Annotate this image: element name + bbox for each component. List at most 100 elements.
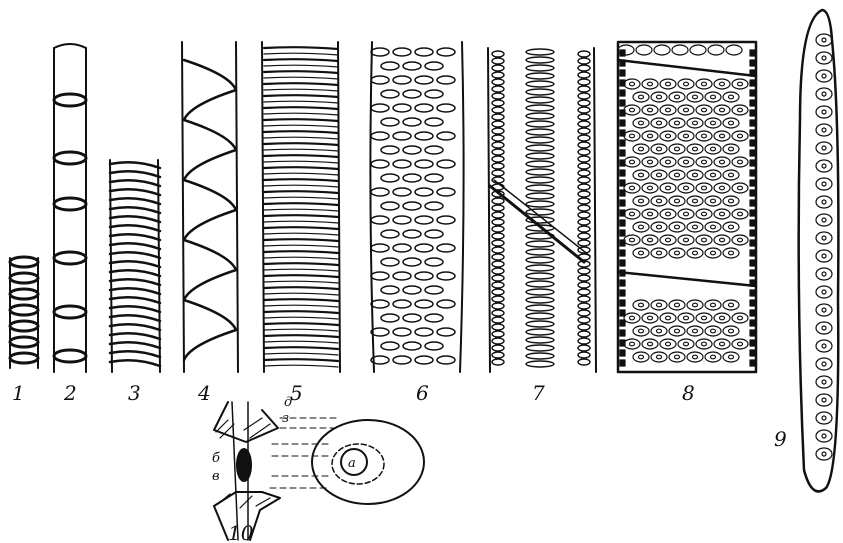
- scalariform-bar: [264, 329, 338, 331]
- pit: [578, 317, 590, 323]
- pit-aperture: [711, 329, 716, 333]
- bordered-pit: [705, 352, 721, 362]
- pit-aperture: [729, 303, 734, 307]
- bordered-pit: [624, 79, 640, 89]
- reticulate-pit: [425, 258, 443, 266]
- wall-pit: [750, 360, 755, 366]
- wall-pit: [620, 260, 625, 266]
- wall-pit: [620, 280, 625, 286]
- bordered-pit: [669, 326, 685, 336]
- scalariform-bar: [264, 305, 338, 307]
- bordered-pit: [714, 313, 730, 323]
- pit: [578, 100, 590, 106]
- pit-aperture: [729, 355, 734, 359]
- reticulate-pit: [415, 188, 433, 196]
- pit: [578, 135, 590, 141]
- reticulate-pit: [403, 314, 421, 322]
- pit-aperture: [822, 164, 826, 168]
- bordered-pit: [642, 209, 658, 219]
- wall-pit: [620, 340, 625, 346]
- wall-pit: [750, 280, 755, 286]
- reticulate-pit: [393, 188, 411, 196]
- pit-aperture: [729, 147, 734, 151]
- label-1: 1: [12, 381, 25, 405]
- spiral-coil: [110, 351, 160, 357]
- bordered-pit: [633, 248, 649, 258]
- bordered-pit: [624, 313, 640, 323]
- pit-aperture: [684, 160, 689, 164]
- wall-pit: [620, 310, 625, 316]
- pit-slit: [526, 153, 554, 159]
- spiral-coil: [110, 216, 160, 222]
- bordered-pit: [669, 92, 685, 102]
- bordered-pit: [642, 313, 658, 323]
- bordered-pit: [651, 144, 667, 154]
- annular-ring: [54, 152, 86, 164]
- bordered-pit: [633, 222, 649, 232]
- reticulate-pit: [381, 202, 399, 210]
- pit-aperture: [822, 308, 826, 312]
- wall-pit: [750, 60, 755, 66]
- pit-aperture: [738, 108, 743, 112]
- pit-aperture: [657, 355, 662, 359]
- pit-slit: [526, 161, 554, 167]
- bordered-pit: [696, 105, 712, 115]
- wall-pit: [620, 320, 625, 326]
- pit-aperture: [657, 173, 662, 177]
- pit-slit: [526, 201, 554, 207]
- pit-slit: [526, 321, 554, 327]
- reticulate-pit: [437, 188, 455, 196]
- pit-aperture: [657, 225, 662, 229]
- pit: [578, 163, 590, 169]
- wall-pit: [750, 290, 755, 296]
- pit-aperture: [648, 238, 653, 242]
- annular-ring: [10, 321, 38, 331]
- scalariform-bar: [264, 299, 338, 301]
- pit-aperture: [666, 342, 671, 346]
- reticulate-pit: [403, 202, 421, 210]
- bordered-pit: [624, 339, 640, 349]
- wall-pit: [620, 270, 625, 276]
- bordered-pit: [732, 313, 748, 323]
- pit: [578, 184, 590, 190]
- pit-aperture: [702, 342, 707, 346]
- pit-aperture: [720, 134, 725, 138]
- bordered-pit: [633, 170, 649, 180]
- wall-pit: [750, 180, 755, 186]
- bordered-pit: [732, 209, 748, 219]
- pit-aperture: [729, 173, 734, 177]
- pit: [492, 254, 504, 260]
- pit: [492, 65, 504, 71]
- scalariform-bar: [264, 191, 338, 193]
- pit: [492, 261, 504, 267]
- bordered-pit: [687, 196, 703, 206]
- bordered-pit: [714, 157, 730, 167]
- bordered-pit: [678, 157, 694, 167]
- reticulate-pit: [393, 216, 411, 224]
- pit: [578, 233, 590, 239]
- pit-aperture: [822, 272, 826, 276]
- pit-slit: [526, 145, 554, 151]
- reticulate-pit: [425, 202, 443, 210]
- pit-aperture: [684, 186, 689, 190]
- bordered-pit: [651, 300, 667, 310]
- pit-aperture: [648, 186, 653, 190]
- scalariform-bar: [264, 137, 338, 139]
- pit-aperture: [738, 238, 743, 242]
- bordered-pit: [723, 144, 739, 154]
- pit-aperture: [675, 355, 680, 359]
- pit: [492, 72, 504, 78]
- pit-aperture: [822, 128, 826, 132]
- pit-aperture: [639, 199, 644, 203]
- pit-aperture: [630, 160, 635, 164]
- bordered-pit: [687, 222, 703, 232]
- bordered-pit: [723, 196, 739, 206]
- reticulate-pit: [425, 314, 443, 322]
- scalariform-bar: [264, 317, 338, 319]
- bordered-pit: [669, 248, 685, 258]
- pit-aperture: [720, 108, 725, 112]
- bordered-pit: [633, 352, 649, 362]
- annular-ring: [10, 305, 38, 315]
- wall-pit: [750, 160, 755, 166]
- wall-pit: [620, 160, 625, 166]
